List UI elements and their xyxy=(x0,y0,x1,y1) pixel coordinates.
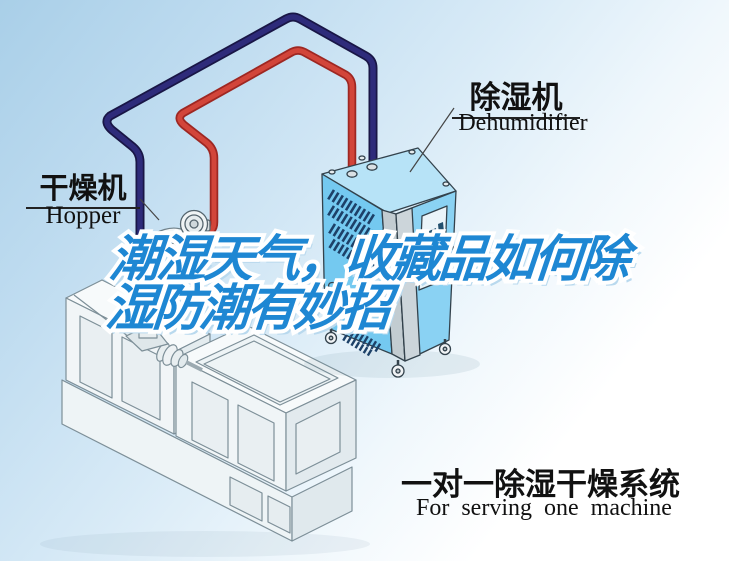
machine-panel xyxy=(79,315,113,399)
hopper-label-zh: 干燥机 xyxy=(26,165,140,209)
pipe-port xyxy=(366,163,378,171)
machine-panel xyxy=(237,404,275,482)
machine-panel xyxy=(229,476,263,522)
dehumidifier-unit-illustration xyxy=(304,147,480,378)
dehumidifier-right-strip xyxy=(395,207,421,362)
hopper-blower-illustration xyxy=(176,209,211,243)
machine-panel xyxy=(267,495,291,534)
hopper-dryer-illustration xyxy=(145,227,191,331)
hopper-callout-line xyxy=(139,198,160,221)
dehumidifier-label-en: Dehumidifier xyxy=(458,110,588,136)
caption-zh: 一对一除湿干燥系统 xyxy=(401,467,680,503)
machine-illustration xyxy=(40,279,370,557)
machine-base-right xyxy=(291,466,353,542)
hopper-label-en: Hopper xyxy=(45,202,121,229)
machine-top-panel xyxy=(195,334,339,406)
caption-en: For serving one machine xyxy=(416,495,672,521)
casters xyxy=(324,327,452,378)
supply-pipe-red xyxy=(177,48,355,234)
handle-oval xyxy=(327,281,345,295)
vent-slats xyxy=(327,189,383,357)
dehumidifier-shadow xyxy=(304,350,480,378)
machine-panel xyxy=(191,381,229,459)
pipe-port xyxy=(346,170,358,178)
machine-top-panel-inner xyxy=(203,340,331,403)
machine-panel xyxy=(295,401,341,475)
pipes-illustration xyxy=(102,12,378,320)
machine-shadow xyxy=(40,531,370,557)
dehumidifier-label-zh: 除湿机 xyxy=(452,72,580,119)
dehumidifier-callout-line xyxy=(409,107,455,173)
return-pipe-navy xyxy=(104,14,376,318)
headline-line1: 潮湿天气，收藏品如何除 潮湿天气，收藏品如何除 xyxy=(103,226,633,292)
headline-line2: 湿防潮有妙招 湿防潮有妙招 xyxy=(99,275,394,341)
